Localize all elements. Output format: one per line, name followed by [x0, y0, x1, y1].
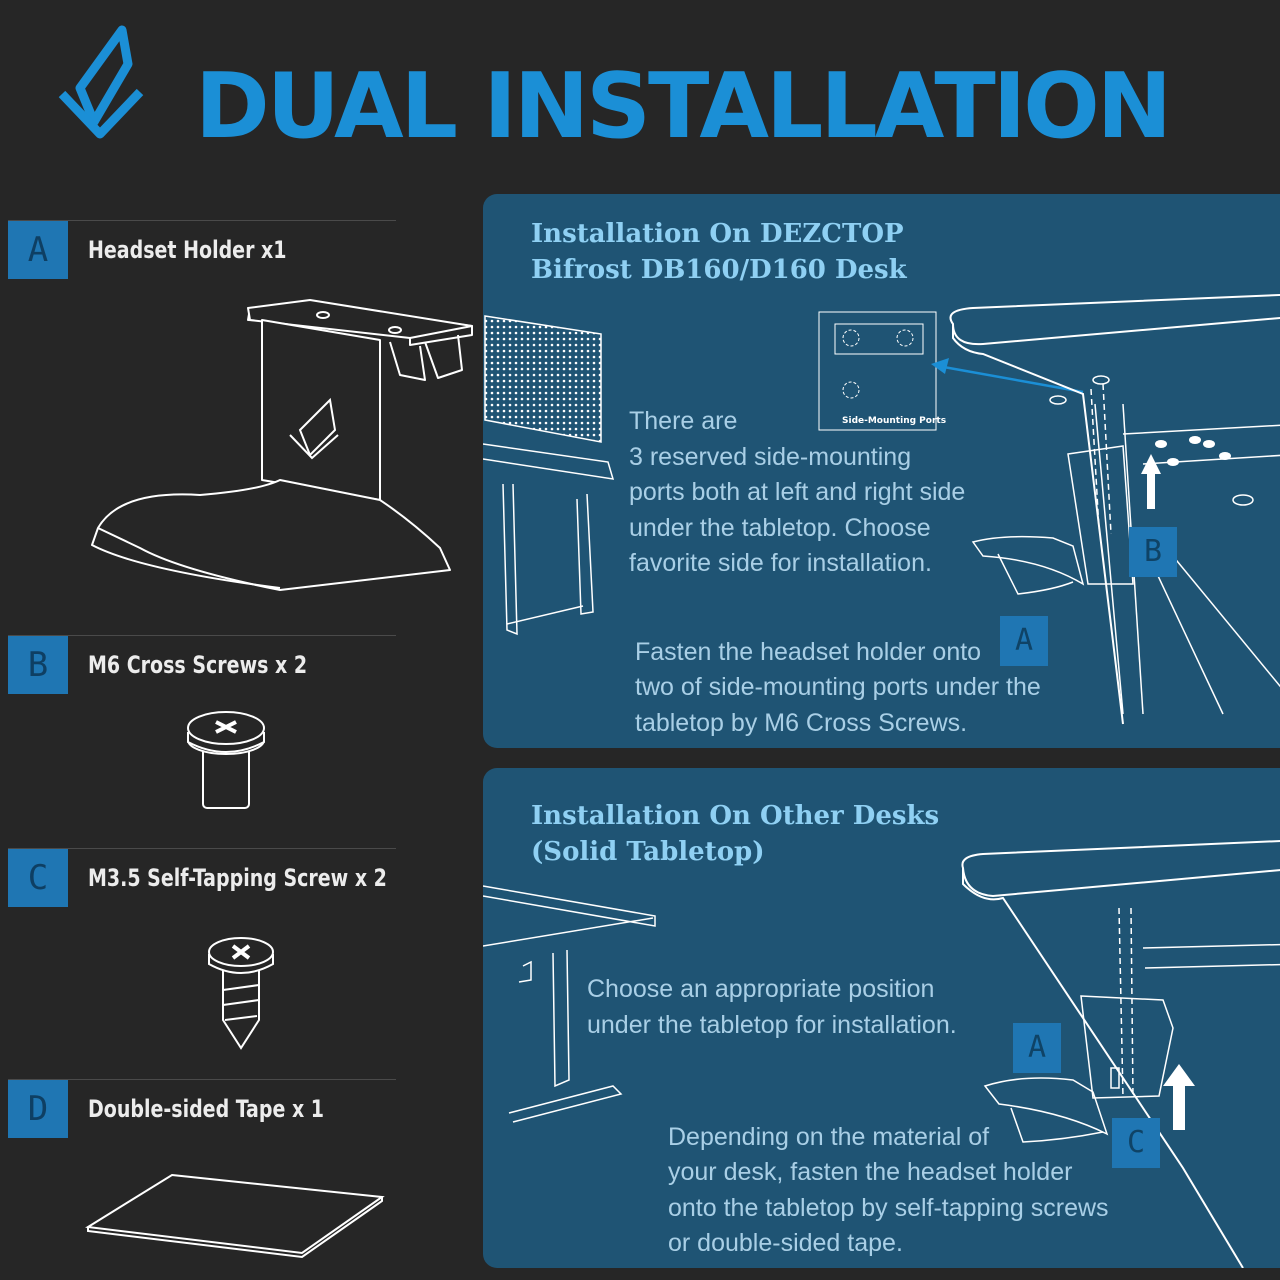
part-b-letter: B — [8, 636, 68, 694]
ports-label: Side-Mounting Ports — [842, 416, 947, 426]
panel1-text1-line1: There are — [629, 407, 738, 435]
part-b-row: B M6 Cross Screws x 2 — [8, 635, 396, 694]
panel2-text2-line3: onto the tabletop by self-tapping screws — [668, 1194, 1109, 1222]
part-d-row: D Double-sided Tape x 1 — [8, 1079, 396, 1138]
headset-holder-illustration — [91, 299, 473, 591]
install-panel-other-desks: Installation On Other Desks (Solid Table… — [483, 768, 1280, 1268]
panel2-title-line2: (Solid Tabletop) — [531, 837, 765, 867]
part-c-row: C M3.5 Self-Tapping Screw x 2 — [8, 848, 396, 907]
panel1-text2-line2: two of side-mounting ports under the — [635, 673, 1041, 701]
panel2-text2-line4: or double-sided tape. — [668, 1229, 903, 1257]
part-c-label: M3.5 Self-Tapping Screw x 2 — [88, 864, 387, 892]
panel1-text1-line5: favorite side for installation. — [629, 549, 932, 577]
panel2-title-line1: Installation On Other Desks — [531, 801, 940, 831]
panel1-text1-line4: under the tabletop. Choose — [629, 514, 931, 542]
page-title: DUAL INSTALLATION — [195, 54, 1172, 159]
panel2-text2-line1: Depending on the material of — [668, 1123, 990, 1151]
panel1-title-line2: Bifrost DB160/D160 Desk — [531, 255, 907, 285]
dezctop-desk-illustration — [483, 294, 1280, 725]
panel1-text1-line3: ports both at left and right side — [629, 478, 966, 506]
part-a-row: A Headset Holder x1 — [8, 220, 396, 279]
panel2-badge-c: C — [1112, 1118, 1160, 1168]
part-a-letter: A — [8, 221, 68, 279]
panel2-badge-a: A — [1013, 1023, 1061, 1073]
panel1-text1-line2: 3 reserved side-mounting — [629, 443, 912, 471]
part-a-label: Headset Holder x1 — [88, 236, 287, 264]
panel1-title-line1: Installation On DEZCTOP — [531, 219, 904, 249]
m6-screw-icon — [187, 711, 265, 809]
part-c-letter: C — [8, 849, 68, 907]
panel2-text1-line1: Choose an appropriate position — [587, 975, 935, 1003]
panel2-text1-line2: under the tabletop for installation. — [587, 1011, 957, 1039]
panel1-text2-line1: Fasten the headset holder onto — [635, 638, 982, 666]
install-panel-dezctop: Installation On DEZCTOP Bifrost DB160/D1… — [483, 194, 1280, 748]
part-d-letter: D — [8, 1080, 68, 1138]
part-b-label: M6 Cross Screws x 2 — [88, 651, 308, 679]
panel1-text2-line3: tabletop by M6 Cross Screws. — [635, 709, 968, 737]
solid-desk-illustration — [483, 840, 1280, 1268]
panel1-badge-b: B — [1129, 527, 1177, 577]
self-tapping-screw-icon — [208, 937, 274, 1050]
panel2-text2-line2: your desk, fasten the headset holder — [668, 1158, 1073, 1186]
panel1-badge-a: A — [1000, 616, 1048, 666]
part-d-label: Double-sided Tape x 1 — [88, 1095, 325, 1123]
brand-logo-icon — [58, 25, 144, 139]
double-sided-tape-icon — [85, 1173, 385, 1259]
